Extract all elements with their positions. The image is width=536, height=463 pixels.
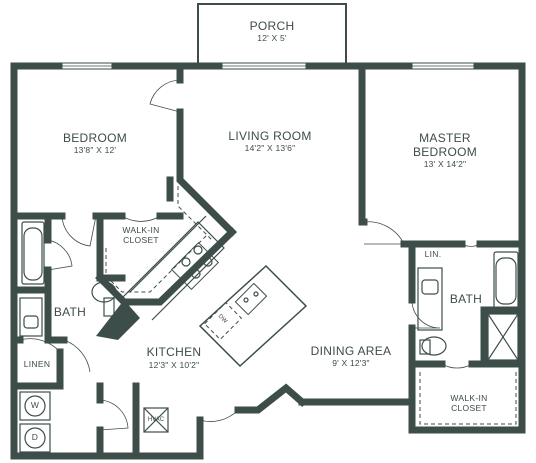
walk-in-closet-2-line2: CLOSET [451,402,487,413]
laundry [19,391,169,453]
hvac-unit [143,407,169,433]
door-swings [19,79,481,431]
master-bedroom-name-1: MASTER [419,131,471,145]
bath-1-label: BATH [53,305,87,319]
kitchen-counters [96,215,308,368]
dining-area-label: DINING AREA 9' X 12'3" [296,344,406,369]
closet-shelves [105,186,213,293]
linen-label: LINEN [23,359,51,369]
bath1-fixtures [19,221,117,337]
master-bedroom-dim: 13' X 14'2" [423,158,467,169]
pantry-fill [96,300,140,340]
master-bedroom-label: MASTER BEDROOM 13' X 14'2" [390,131,500,169]
porch-dim: 12' X 5' [257,32,287,43]
windows [61,62,475,70]
porch-name: PORCH [249,19,295,33]
walk-in-closet-2-line1: WALK-IN [450,393,488,403]
linen-closet-master-label: LIN. [424,249,442,259]
hvac-label: HVAC [147,417,165,423]
bedroom-name: BEDROOM [62,131,128,145]
living-room-dim: 14'2" X 13'6" [244,142,296,153]
toilet-2 [421,336,447,356]
living-room-name: LIVING ROOM [228,129,312,143]
shower [487,313,519,361]
bedroom-dim: 13'8" X 12' [73,144,117,155]
living-room-label: LIVING ROOM 14'2" X 13'6" [210,129,330,154]
walk-in-closet-1-line1: WALK-IN [122,225,160,235]
dining-area-name: DINING AREA [310,344,392,358]
walk-in-closet-2-label: WALK-IN CLOSET [424,393,514,414]
master-bedroom-name-2: BEDROOM [412,144,478,159]
bath2-fixtures [417,251,519,425]
walk-in-closet-1-label: WALK-IN CLOSET [112,225,170,246]
interior-walls [10,62,526,460]
bathtub-2 [493,251,519,309]
kitchen-name: KITCHEN [146,345,202,359]
bathtub-1 [21,221,45,285]
walk-in-closet-1-line2: CLOSET [123,234,159,245]
sink-2 [417,267,443,331]
sink-1 [19,297,43,337]
porch-label: PORCH 12' X 5' [198,19,346,44]
dryer-label: D [31,432,39,442]
kitchen-island [198,264,308,368]
washer-label: W [30,400,40,410]
kitchen-dim: 12'3" X 10'2" [148,360,200,370]
dining-area-dim: 9' X 12'3" [332,357,370,368]
bedroom-label: BEDROOM 13'8" X 12' [40,131,150,156]
bath-2-label: BATH [449,292,483,306]
